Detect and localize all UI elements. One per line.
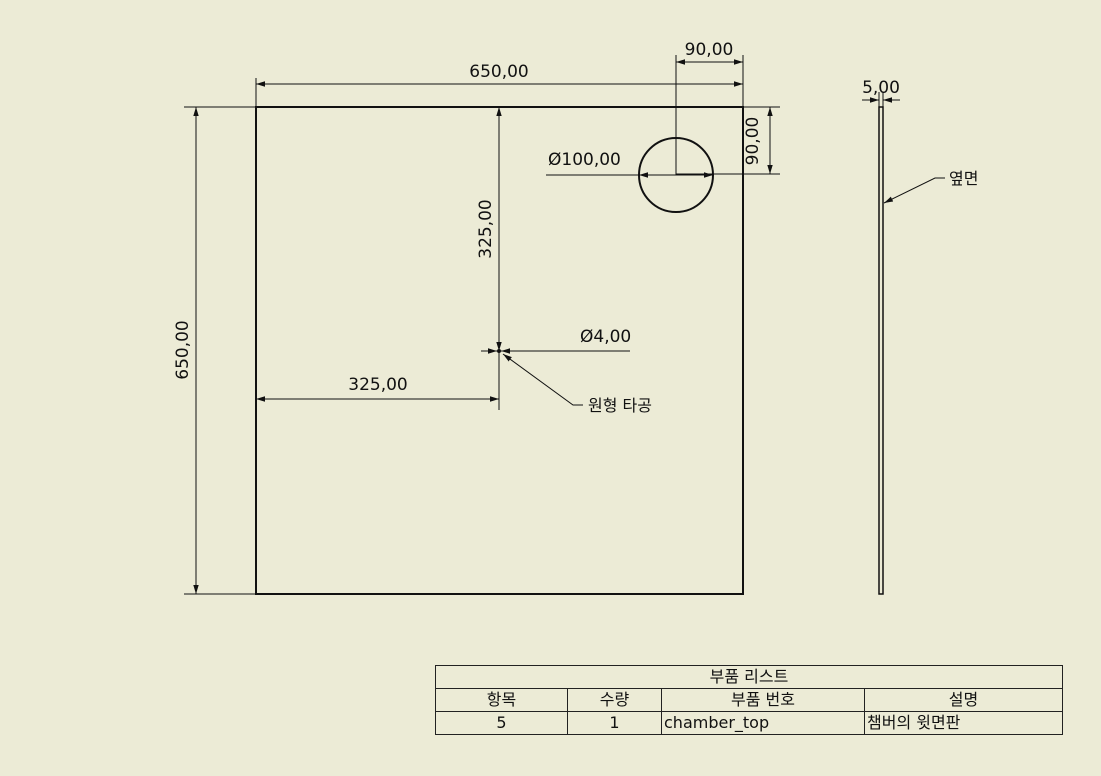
cell-description: 챔버의 윗면판 bbox=[864, 711, 1063, 735]
leader-circular-hole: 원형 타공 bbox=[502, 353, 652, 415]
side-view-outline bbox=[878, 106, 884, 595]
dim-top-width: 650,00 bbox=[255, 55, 744, 107]
dim-top-width-label: 650,00 bbox=[469, 62, 528, 82]
dim-hole-offset-x: 90,00 bbox=[675, 40, 743, 175]
dim-center-x-label: 325,00 bbox=[348, 375, 407, 395]
dim-hole-diameter: Ø100,00 bbox=[546, 150, 713, 178]
dim-thickness-label: 5,00 bbox=[862, 78, 900, 98]
dim-center-y-label: 325,00 bbox=[476, 199, 496, 258]
parts-list-table: 부품 리스트 항목 수량 부품 번호 설명 5 1 chamber_top 챔버… bbox=[435, 665, 1063, 735]
header-description: 설명 bbox=[864, 688, 1063, 712]
cell-part-number: chamber_top bbox=[661, 711, 865, 735]
leader-side-view: 옆면 bbox=[883, 169, 978, 204]
dim-hole-offset-y: 90,00 bbox=[676, 106, 780, 175]
header-quantity: 수량 bbox=[567, 688, 662, 712]
dim-pin-diameter-label: Ø4,00 bbox=[580, 327, 631, 347]
cell-quantity: 1 bbox=[567, 711, 662, 735]
dim-center-y: 325,00 bbox=[476, 107, 502, 351]
parts-list-title: 부품 리스트 bbox=[435, 665, 1063, 689]
header-item: 항목 bbox=[435, 688, 568, 712]
dim-hole-offset-y-label: 90,00 bbox=[743, 117, 763, 166]
note-side-view: 옆면 bbox=[949, 169, 978, 188]
cell-item: 5 bbox=[435, 711, 568, 735]
dim-thickness: 5,00 bbox=[862, 78, 900, 107]
dim-center-x: 325,00 bbox=[256, 351, 500, 410]
dim-left-height: 650,00 bbox=[173, 106, 256, 595]
dim-hole-offset-x-label: 90,00 bbox=[685, 40, 734, 60]
parts-list-header-row: 항목 수량 부품 번호 설명 bbox=[435, 688, 1063, 712]
dim-pin-diameter: Ø4,00 bbox=[481, 327, 631, 354]
dim-left-height-label: 650,00 bbox=[173, 320, 193, 379]
note-circular-hole: 원형 타공 bbox=[588, 396, 652, 415]
dim-hole-diameter-label: Ø100,00 bbox=[548, 150, 621, 170]
header-part-number: 부품 번호 bbox=[661, 688, 865, 712]
table-row: 5 1 chamber_top 챔버의 윗면판 bbox=[435, 711, 1063, 735]
